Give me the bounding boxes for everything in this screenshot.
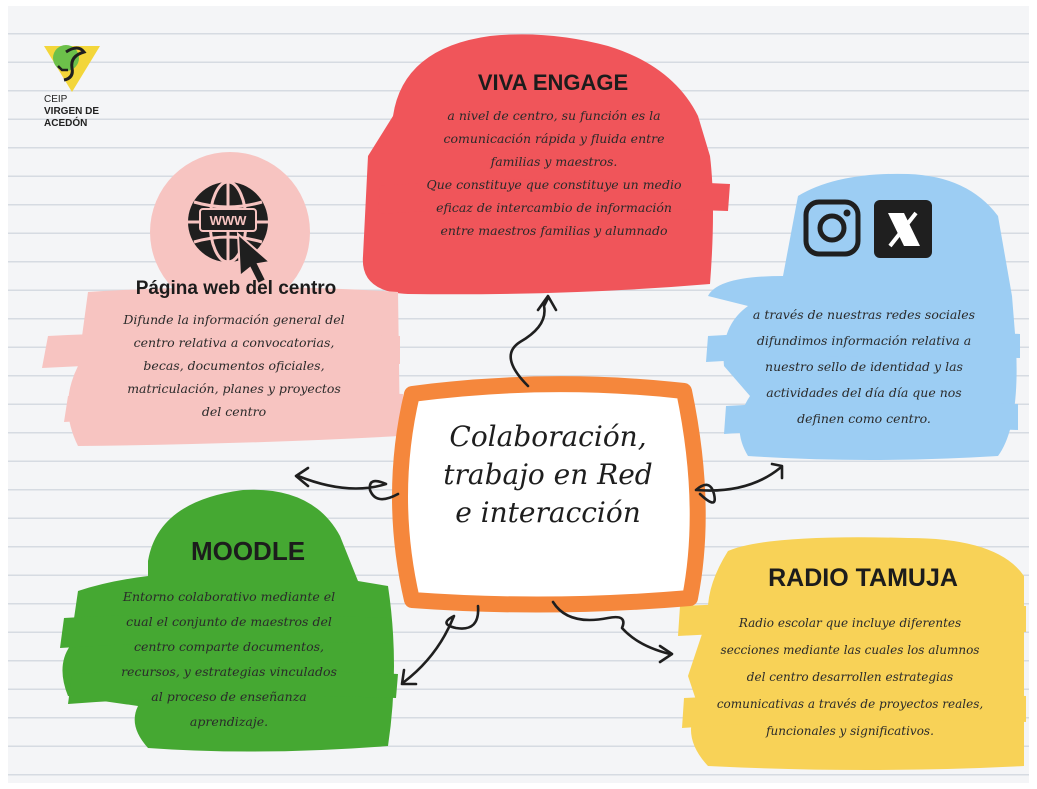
social-line: actividades del día día que nos [766,385,962,400]
viva-engage-line: entre maestros familias y alumnado [440,223,668,238]
web-blob [42,152,403,446]
radio-blob [678,537,1026,770]
viva-engage-blob [362,34,730,295]
instagram-icon [803,199,861,257]
logo-line-3: ACEDÓN [44,118,88,129]
social-blob [706,173,1020,460]
x-logo-icon [874,200,932,258]
moodle-text: Entorno colaborativo mediante el cual el… [58,584,400,734]
moodle-title: MOODLE [190,536,306,566]
radio-text: Radio escolar que incluye diferentes sec… [674,610,1026,745]
web-line: Difunde la información general del [123,312,345,327]
school-logo: CEIP VIRGEN DE ACEDÓN [44,44,99,130]
viva-engage-text: a nivel de centro, su función es la comu… [370,104,738,242]
radio-title: RADIO TAMUJA [768,564,958,592]
viva-engage-line: familias y maestros. [490,154,618,169]
viva-engage-line: eficaz de intercambio de información [436,200,672,215]
web-title: Página web del centro [135,278,337,299]
school-logo-icon [44,45,100,92]
radio-line: Radio escolar que incluye diferentes [738,616,962,630]
social-line: difundimos información relativa a [756,333,972,348]
connector-arrows [294,294,784,686]
social-text: a través de nuestras redes sociales difu… [708,302,1020,432]
social-line: a través de nuestras redes sociales [752,307,976,322]
central-text: Colaboración, trabajo en Red e interacci… [408,418,688,532]
web-line: del centro [201,404,267,419]
cursor-icon [236,231,273,286]
moodle-line: al proceso de enseñanza [151,689,307,704]
radio-line: funcionales y significativos. [766,724,934,738]
radio-line: comunicativas a través de proyectos real… [716,697,984,711]
viva-engage-title: VIVA ENGAGE [477,70,629,95]
moodle-line: recursos, y estrategias vinculados [121,664,337,679]
social-line: definen como centro. [797,411,931,426]
social-line: nuestro sello de identidad y las [765,359,963,374]
central-line: Colaboración, [449,420,647,453]
radio-line: del centro desarrollen estrategias [746,670,954,684]
web-line: matriculación, planes y proyectos [127,381,341,396]
arrow-to-web [296,474,400,501]
www-globe-icon: WWW [188,180,273,286]
moodle-line: cual el conjunto de maestros del [126,614,332,629]
arrow-to-social [694,466,782,504]
moodle-line: aprendizaje. [189,714,269,729]
www-label: WWW [210,213,248,228]
diagram-shapes: WWW [42,34,1026,770]
arrow-to-radio [551,600,672,656]
moodle-line: Entorno colaborativo mediante el [122,589,336,604]
viva-engage-line: a nivel de centro, su función es la [447,108,661,123]
arrow-to-viva [509,296,550,388]
web-line: centro relativa a convocatorias, [133,335,335,350]
radio-line: secciones mediante las cuales los alumno… [720,643,980,657]
viva-engage-line: Que constituye que constituye un medio [426,177,682,192]
central-box [392,376,706,613]
notebook-paper: WWW CEIP VIRGEN DE ACEDÓN [8,6,1029,783]
viva-engage-line: comunicación rápida y fluida entre [443,131,665,146]
web-text: Difunde la información general del centr… [60,308,408,423]
central-line: trabajo en Red [443,458,653,491]
central-line: e interacción [455,496,641,529]
arrow-to-moodle [402,604,480,684]
moodle-line: centro comparte documentos, [134,639,324,654]
moodle-blob [60,489,398,752]
web-line: becas, documentos oficiales, [143,358,325,373]
logo-line-1: CEIP [44,94,68,105]
logo-line-2: VIRGEN DE [44,106,100,117]
